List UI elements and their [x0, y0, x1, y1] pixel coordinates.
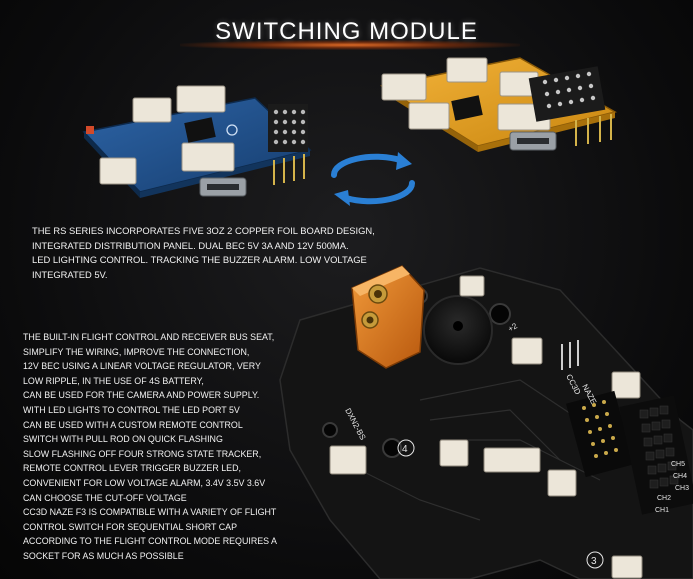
description-bottom-line: SLOW FLASHING OFF FOUR STRONG STATE TRAC…: [23, 448, 262, 459]
ch1-label: CH1: [655, 507, 669, 514]
ch4-label: CH4: [673, 473, 687, 480]
description-bottom-line: REMOTE CONTROL LEVER TRIGGER BUZZER LED,: [23, 463, 241, 474]
xt60-connector: [351, 265, 425, 369]
description-bottom-line: THE BUILT-IN FLIGHT CONTROL AND RECEIVER…: [23, 332, 275, 342]
description-bottom-line: CAN BE USED WITH A CUSTOM REMOTE CONTROL: [23, 419, 243, 430]
description-bottom: THE BUILT-IN FLIGHT CONTROL AND RECEIVER…: [23, 330, 323, 564]
ch5-label: CH5: [671, 461, 685, 468]
description-bottom-line: SWITCH WITH PULL ROD ON QUICK FLASHING: [23, 434, 223, 445]
description-bottom-line: SOCKET FOR AS MUCH AS POSSIBLE: [23, 550, 184, 561]
description-top-line: INTEGRATED 5V.: [32, 268, 108, 280]
page-title: SWITCHING MODULE: [215, 18, 478, 45]
description-top-line: LED LIGHTING CONTROL. TRACKING THE BUZZE…: [32, 254, 367, 266]
marker-4: 4: [402, 444, 408, 455]
description-bottom-line: CONTROL SWITCH FOR SEQUENTIAL SHORT CAP: [23, 521, 238, 532]
blue-switching-module: [82, 85, 312, 198]
description-bottom-line: CC3D NAZE F3 IS COMPATIBLE WITH A VARIET…: [23, 507, 277, 518]
description-bottom-line: CAN CHOOSE THE CUT-OFF VOLTAGE: [23, 492, 187, 503]
description-bottom-line: SIMPLIFY THE WIRING, IMPROVE THE CONNECT…: [23, 346, 250, 357]
description-bottom-line: 12V BEC USING A LINEAR VOLTAGE REGULATOR…: [23, 361, 261, 372]
ch3-label: CH3: [675, 485, 689, 492]
marker-3: 3: [591, 556, 597, 567]
description-top-line: INTEGRATED DISTRIBUTION PANEL. DUAL BEC …: [32, 239, 349, 251]
black-distribution-board: DXN2-BS CC3D NAZE +2 CH5 CH4 CH3 CH2 CH1…: [279, 267, 693, 579]
yellow-switching-module: [380, 57, 618, 152]
title-glow: [180, 40, 520, 50]
description-bottom-line: LOW RIPPLE, IN THE USE OF 4S BATTERY,: [23, 375, 204, 386]
description-bottom-line: WITH LED LIGHTS TO CONTROL THE LED PORT …: [23, 404, 240, 415]
swap-arrows-icon: [331, 153, 415, 205]
description-top-line: THE RS SERIES INCORPORATES FIVE 3OZ 2 CO…: [32, 225, 375, 236]
description-bottom-line: CAN BE USED FOR THE CAMERA AND POWER SUP…: [23, 390, 260, 401]
ch2-label: CH2: [657, 495, 671, 502]
description-bottom-line: ACCORDING TO THE FLIGHT CONTROL MODE REQ…: [23, 536, 277, 547]
description-top: THE RS SERIES INCORPORATES FIVE 3OZ 2 CO…: [32, 224, 392, 282]
description-bottom-line: CONVENIENT FOR LOW VOLTAGE ALARM, 3.4V 3…: [23, 477, 266, 488]
